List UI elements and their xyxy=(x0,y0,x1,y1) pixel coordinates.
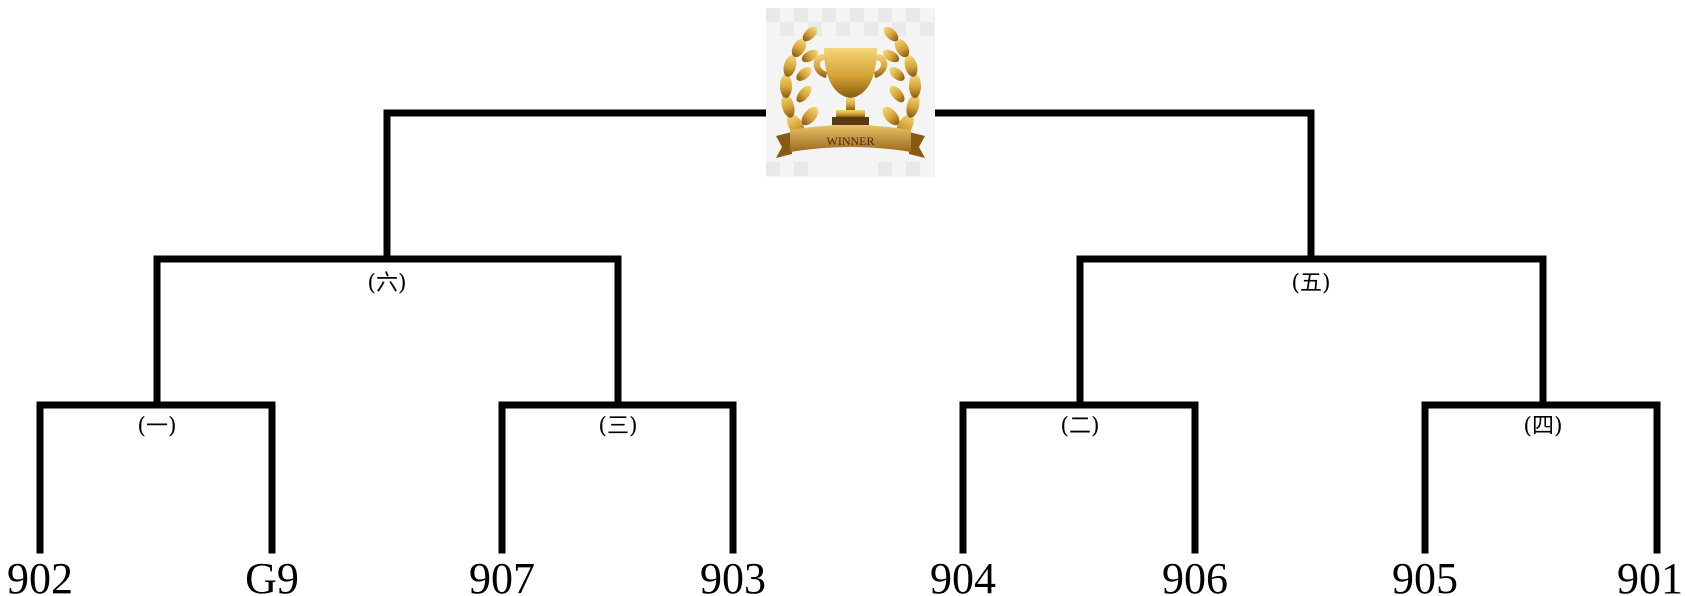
team-label-1: 902 xyxy=(7,554,73,596)
team-label-8: 901 xyxy=(1617,554,1683,596)
bracket-line-final-left xyxy=(387,113,766,259)
team-label-4: 903 xyxy=(700,554,766,596)
match-label-1: (一) xyxy=(137,414,176,439)
team-label-5: 904 xyxy=(930,554,996,596)
match-label-6: (六) xyxy=(367,271,406,296)
team-label-6: 906 xyxy=(1162,554,1228,596)
team-label-3: 907 xyxy=(469,554,535,596)
match-label-2: (二) xyxy=(1060,414,1099,439)
team-label-2: G9 xyxy=(245,554,299,596)
trophy-icon: WINNER xyxy=(766,8,935,177)
match-label-3: (三) xyxy=(598,414,637,439)
match-label-5: (五) xyxy=(1291,271,1330,296)
team-label-7: 905 xyxy=(1392,554,1458,596)
winner-banner-text: WINNER xyxy=(827,134,875,148)
bracket-line-final-right xyxy=(935,113,1311,259)
match-label-4: (四) xyxy=(1523,414,1562,439)
